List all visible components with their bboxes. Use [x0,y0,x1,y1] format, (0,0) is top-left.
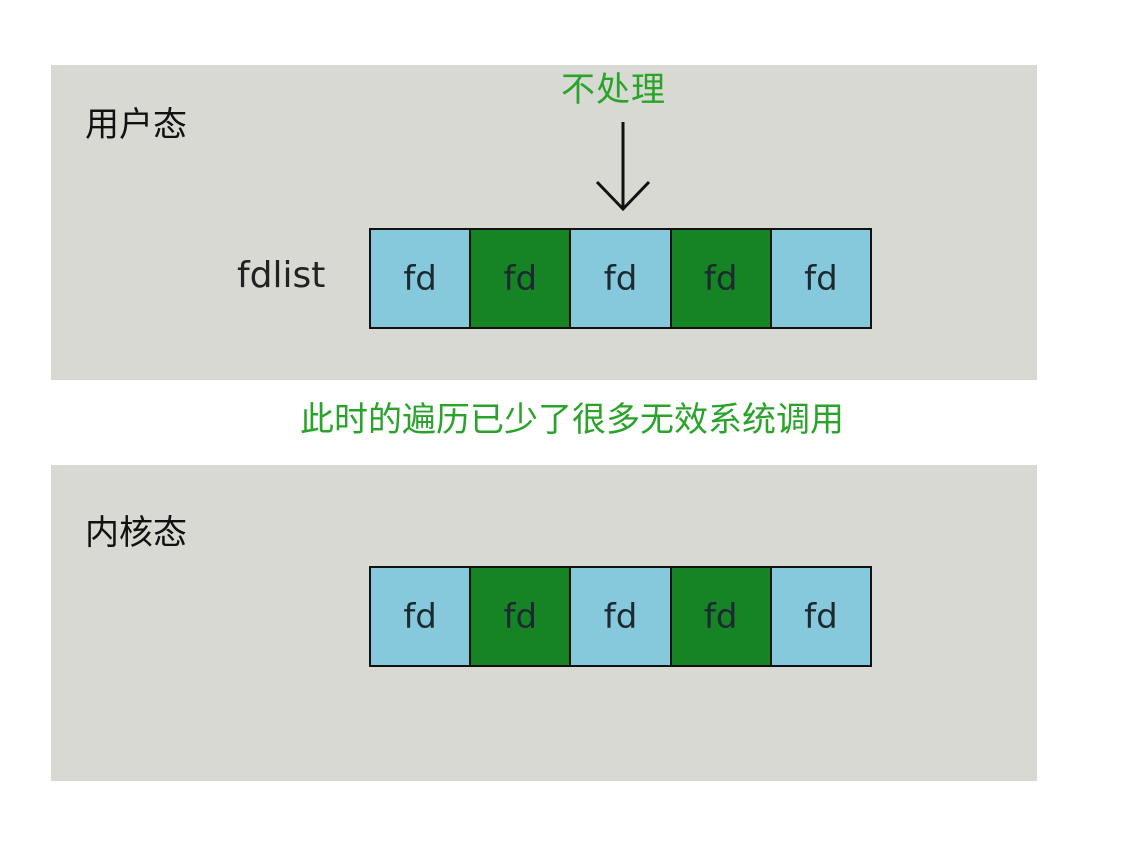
user-space-panel: 用户态 [51,65,1037,380]
fd-cell-idle: fd [569,230,670,327]
skip-label: 不处理 [561,70,666,110]
fd-cell-ready: fd [669,230,770,327]
fd-cell-idle: fd [769,230,871,327]
down-arrow-icon [595,122,651,212]
fd-cell-idle: fd [569,568,670,665]
fd-cell-ready: fd [469,568,570,665]
fdlist-label: fdlist [237,255,326,296]
kernel-fd-list: fd fd fd fd fd [369,566,872,667]
fd-cell-idle: fd [371,568,470,665]
fd-cell-ready: fd [469,230,570,327]
fd-cell-idle: fd [769,568,871,665]
caption: 此时的遍历已少了很多无效系统调用 [300,400,844,440]
user-space-title: 用户态 [85,105,187,145]
fd-cell-ready: fd [669,568,770,665]
kernel-space-title: 内核态 [85,513,187,553]
user-fd-list: fd fd fd fd fd [369,228,872,329]
fd-cell-idle: fd [371,230,470,327]
